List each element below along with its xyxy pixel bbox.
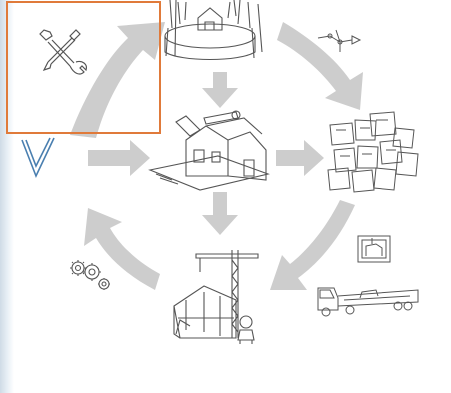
arrow-design-to-construction — [202, 192, 238, 235]
arrow-planning-to-requirements — [277, 22, 363, 110]
crane-building-icon — [174, 250, 258, 344]
tools-highlight-box[interactable] — [6, 1, 161, 134]
arrow-design-to-requirements — [276, 140, 324, 176]
notes-board-icon — [328, 112, 418, 192]
arrow-check-to-design — [88, 140, 150, 176]
arrow-planning-to-design — [202, 72, 238, 108]
gears-icon — [70, 260, 110, 290]
arrow-requirements-to-construction — [270, 200, 355, 290]
truck-icon — [318, 288, 418, 316]
network-icon — [318, 30, 360, 52]
framed-picture-icon — [358, 236, 390, 262]
people-around-table-icon — [165, 0, 262, 60]
house-model-icon — [150, 111, 268, 190]
checkmark-icon — [22, 138, 54, 176]
